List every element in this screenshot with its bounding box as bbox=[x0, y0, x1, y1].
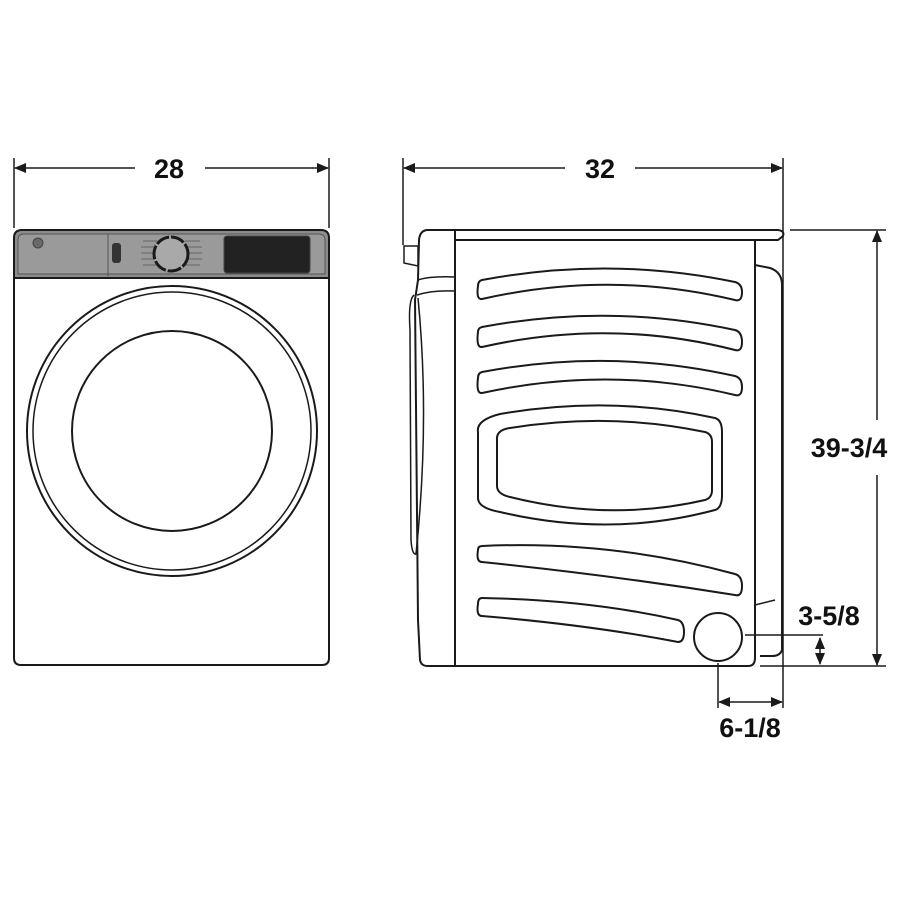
height-label: 39-3/4 bbox=[811, 433, 888, 463]
vent-offset-label: 6-1/8 bbox=[719, 713, 781, 743]
power-button[interactable] bbox=[112, 243, 121, 263]
door-latch bbox=[403, 245, 419, 267]
width-label: 28 bbox=[154, 154, 184, 184]
vent-height-label: 3-5/8 bbox=[798, 601, 860, 631]
rear-profile bbox=[754, 264, 783, 657]
door-window bbox=[71, 330, 273, 532]
front-profile bbox=[413, 229, 455, 667]
side-ribs bbox=[476, 267, 744, 644]
door-handle bbox=[408, 294, 425, 555]
ge-logo bbox=[32, 237, 44, 249]
cycle-knob[interactable] bbox=[152, 235, 190, 273]
side-panel bbox=[454, 230, 756, 667]
door-outer bbox=[26, 285, 318, 577]
display bbox=[223, 235, 311, 274]
cabinet bbox=[13, 278, 330, 666]
depth-label: 32 bbox=[585, 154, 615, 184]
front-view: 28 bbox=[13, 154, 330, 666]
top-plate bbox=[455, 229, 785, 241]
exhaust-vent bbox=[693, 612, 743, 662]
door-ring bbox=[32, 291, 312, 571]
side-view: 32 39-3/4 3-5/8 bbox=[402, 154, 888, 743]
